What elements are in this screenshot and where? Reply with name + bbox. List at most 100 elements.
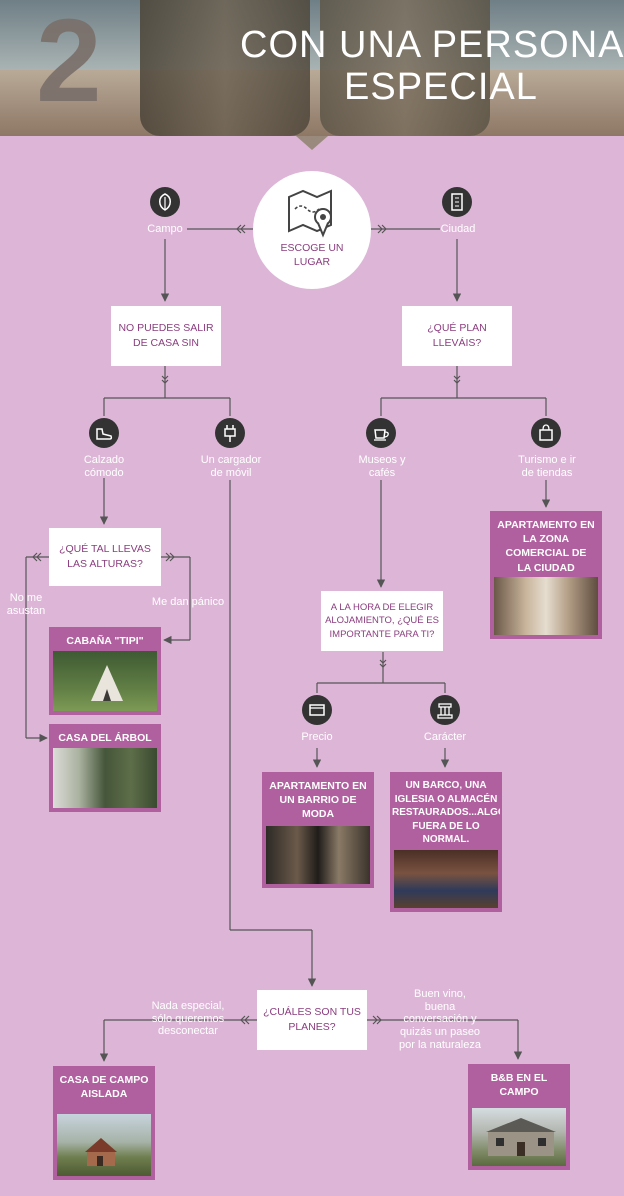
result-casa-arbol: CASA DEL ÁRBOL [49, 724, 161, 812]
center-circle [253, 171, 371, 289]
result-barco-line4: FUERA DE LO [412, 820, 480, 832]
question-no-puedes-box: NO PUEDES SALIR DE CASA SIN [111, 306, 221, 366]
result-bnb-line2: CAMPO [499, 1086, 539, 1099]
column-icon [430, 695, 460, 725]
option-no-me-asustan-line2: asustan [6, 604, 46, 617]
result-apartamento-moda-line1: APARTAMENTO EN [269, 780, 367, 792]
header-person-right [320, 0, 490, 136]
result-casa-campo-line2: AISLADA [80, 1088, 128, 1101]
shopping-street-photo [494, 577, 598, 635]
tipi-photo [53, 651, 157, 711]
center-label: ESCOGE UN LUGAR [253, 242, 371, 269]
center-label-line1: ESCOGE UN [280, 242, 344, 254]
result-casa-campo-line1: CASA DE CAMPO [59, 1074, 149, 1086]
result-barco-line2: IGLESIA O ALMACÉN [394, 793, 498, 805]
header-person-left [140, 0, 310, 136]
treehouse-photo [53, 748, 157, 808]
option-precio-label: Precio [301, 731, 333, 743]
question-no-puedes-line2: DE CASA SIN [133, 337, 199, 349]
plug-icon [215, 418, 245, 448]
option-buen-vino-line3: conversación y [403, 1013, 477, 1026]
question-alturas-box: ¿QUÉ TAL LLEVAS LAS ALTURAS? [49, 528, 161, 586]
result-apartamento-comercial-line1: APARTAMENTO EN [497, 519, 595, 531]
question-alojamiento-line3: IMPORTANTE PARA TI? [329, 628, 435, 640]
header-banner: 2 CON UNA PERSONA ESPECIAL [0, 0, 624, 136]
option-cargador-line2: de móvil [210, 466, 252, 479]
storefront-photo [266, 826, 370, 884]
question-plan-line2: LLEVÁIS? [432, 337, 482, 349]
result-barco: UN BARCO, UNA IGLESIA O ALMACÉN RESTAURA… [390, 772, 502, 912]
result-bnb: B&B EN EL CAMPO [468, 1064, 570, 1170]
shoe-icon [89, 418, 119, 448]
result-barco-line1: UN BARCO, UNA [405, 780, 487, 791]
option-calzado-line1: Calzado [83, 454, 125, 466]
option-buen-vino-line4: quizás un paseo [399, 1025, 481, 1038]
shopping-bag-icon [531, 418, 561, 448]
wallet-icon [302, 695, 332, 725]
result-cabana: CABAÑA "TIPI" [49, 627, 161, 715]
question-alojamiento-line2: ALOJAMIENTO, ¿QUÉ ES [325, 615, 439, 627]
result-apartamento-moda-line3: MODA [301, 808, 335, 821]
question-plan-box: ¿QUÉ PLAN LLEVÁIS? [402, 306, 512, 366]
result-barco-line3: RESTAURADOS...ALGO [392, 807, 502, 818]
question-alturas-line1: ¿QUÉ TAL LLEVAS [59, 543, 151, 556]
option-buen-vino-line5: por la naturaleza [399, 1038, 481, 1051]
result-casa-arbol-line1: CASA DEL ÁRBOL [58, 732, 152, 744]
option-nada-especial-line2: sólo queremos [151, 1012, 225, 1025]
branch-campo-label: Campo [147, 223, 183, 235]
map-pin-icon [288, 189, 332, 238]
country-house-photo [57, 1114, 151, 1176]
option-turismo-line2: de tiendas [521, 466, 573, 479]
option-no-me-asustan-line1: No me [9, 592, 43, 604]
bnb-house-photo [472, 1108, 566, 1166]
option-caracter-label: Carácter [423, 731, 467, 743]
result-casa-campo: CASA DE CAMPO AISLADA [53, 1066, 155, 1180]
branch-ciudad-label: Ciudad [440, 223, 476, 235]
result-cabana-line1: CABAÑA "TIPI" [66, 635, 144, 647]
option-nada-especial-label: Nada especial, sólo queremos desconectar [142, 1000, 234, 1038]
question-planes-line2: PLANES? [288, 1021, 336, 1033]
option-nada-especial-line3: desconectar [158, 1025, 218, 1038]
section-number: 2 [36, 0, 102, 127]
coffee-cup-icon [366, 418, 396, 448]
header-notch [296, 136, 328, 150]
header-sea-photo [0, 0, 624, 70]
option-buen-vino-line2: buena [424, 1000, 456, 1013]
question-alturas-line2: LAS ALTURAS? [67, 558, 143, 570]
header-title-line1: CON UNA PERSONA [240, 24, 624, 66]
center-label-line2: LUGAR [293, 255, 331, 268]
result-apartamento-comercial-line4: LA CIUDAD [517, 561, 575, 574]
building-icon [442, 187, 472, 217]
option-me-dan-panico-label: Me dan pánico [151, 596, 225, 608]
question-alojamiento-line1: A LA HORA DE ELEGIR [330, 602, 434, 614]
option-calzado-line2: cómodo [84, 466, 124, 479]
result-apartamento-moda: APARTAMENTO EN UN BARRIO DE MODA [262, 772, 374, 888]
option-buen-vino-line1: Buen vino, [414, 988, 466, 1000]
result-barco-line5: NORMAL. [422, 834, 470, 845]
question-plan-line1: ¿QUÉ PLAN [427, 322, 487, 335]
option-turismo-line1: Turismo e ir [518, 454, 576, 466]
option-buen-vino-label: Buen vino, buena conversación y quizás u… [392, 988, 488, 1051]
option-cargador-line1: Un cargador [200, 454, 262, 466]
option-nada-especial-line1: Nada especial, [151, 1000, 225, 1012]
result-apartamento-comercial: APARTAMENTO EN LA ZONA COMERCIAL DE LA C… [490, 511, 602, 639]
church-interior-photo [394, 850, 498, 908]
question-planes-line1: ¿CUÁLES SON TUS [263, 1006, 361, 1019]
header-sand-photo [0, 70, 624, 136]
result-bnb-line1: B&B EN EL [490, 1072, 548, 1084]
result-apartamento-moda-line2: UN BARRIO DE [279, 794, 357, 807]
question-no-puedes-line1: NO PUEDES SALIR [118, 322, 214, 335]
option-museos-line2: cafés [368, 466, 396, 479]
option-museos-line1: Museos y [358, 454, 406, 466]
question-planes-box: ¿CUÁLES SON TUS PLANES? [257, 990, 367, 1050]
result-apartamento-comercial-line3: COMERCIAL DE [505, 547, 587, 560]
leaf-icon [150, 187, 180, 217]
